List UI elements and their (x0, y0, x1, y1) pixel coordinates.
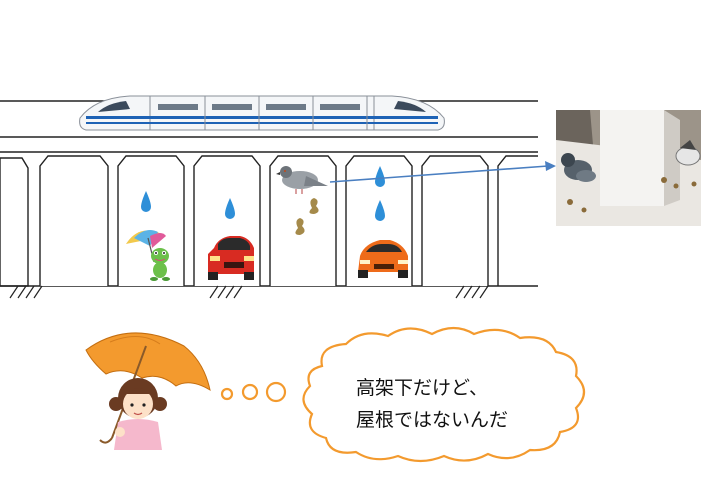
raindrop-icon (375, 200, 385, 221)
red-car (208, 236, 254, 280)
frog-with-umbrella (126, 230, 170, 281)
girl-with-orange-umbrella (85, 332, 211, 450)
ground-hatching (9, 285, 489, 299)
bullet-train (79, 95, 445, 131)
thought-bubble (220, 326, 586, 463)
thought-bubble-text: 高架下だけど、 屋根ではないんだ (356, 372, 556, 436)
raindrop-icon (375, 166, 385, 187)
orange-sports-car (358, 240, 408, 278)
thought-line-2: 屋根ではないんだ (356, 409, 509, 431)
pigeon-icon (276, 166, 328, 194)
raindrop-icons (141, 166, 385, 221)
thought-line-1: 高架下だけど、 (356, 377, 489, 399)
pointer-arrow (329, 161, 556, 183)
raindrop-icon (225, 198, 235, 219)
raindrop-icon (141, 191, 151, 212)
pigeon-photo (556, 110, 701, 226)
viaduct-arches (0, 155, 538, 287)
bird-droppings (295, 198, 319, 235)
